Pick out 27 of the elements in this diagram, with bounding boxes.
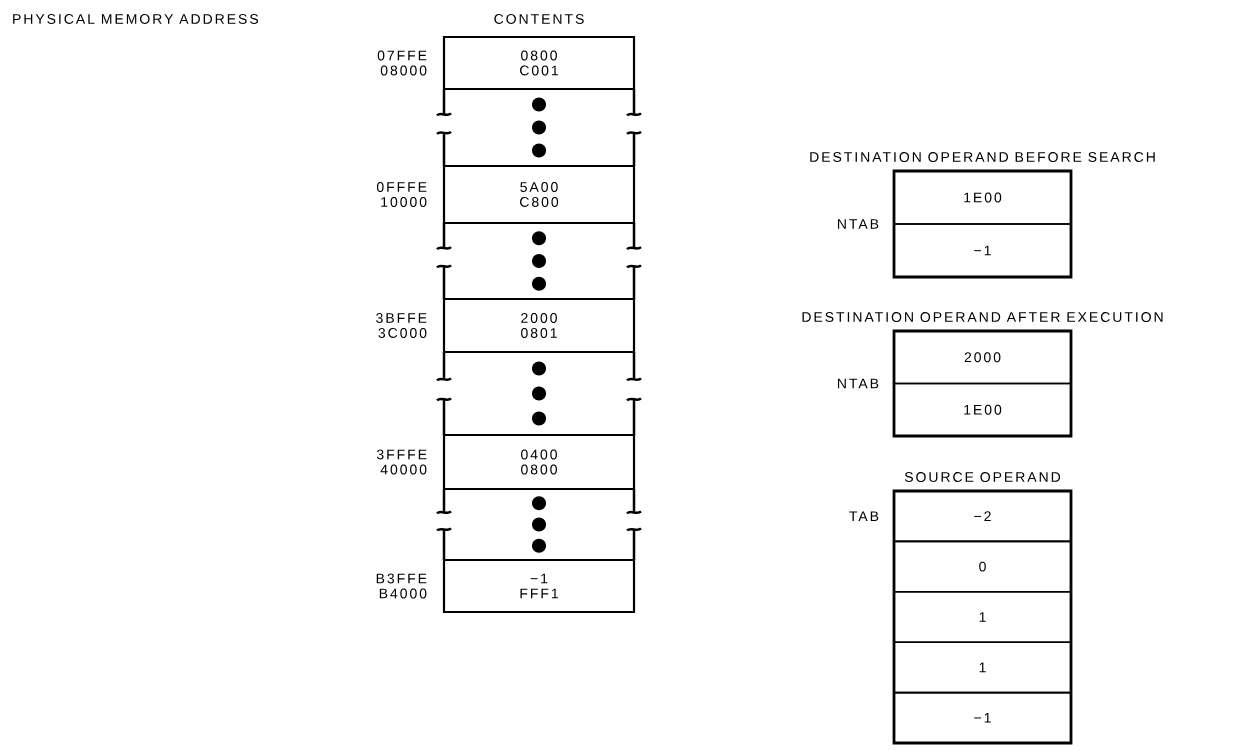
node-label: DESTINATION OPERAND AFTER EXECUTION	[802, 312, 1163, 322]
address-label: 0FFFE 10000	[376, 182, 427, 207]
memory-cell: 5A00 C800	[442, 164, 636, 225]
table-cell: 1E00	[893, 382, 1072, 437]
table-cell: 1	[893, 641, 1072, 694]
row-label: TAB	[849, 511, 879, 521]
row-label: NTAB	[837, 378, 879, 389]
table-cell: −1	[893, 223, 1072, 278]
address-label: 3BFFE 3C000	[376, 313, 427, 338]
table-cell: 2000	[893, 330, 1072, 385]
memory-cell: 0800 C001	[442, 35, 636, 91]
memory-cell: −1 FFF1	[442, 558, 636, 614]
address-label: 07FFE 08000	[377, 50, 427, 76]
memory-cell: 0400 0800	[442, 433, 636, 491]
memory-cell: 2000 0801	[442, 297, 636, 354]
address-label: 3FFFE 40000	[376, 449, 427, 475]
node-label: SOURCE OPERAND	[904, 472, 1061, 482]
address-label: B3FFE B4000	[376, 573, 427, 599]
node-label: DESTINATION OPERAND BEFORE SEARCH	[810, 152, 1155, 162]
table-cell: 1E00	[893, 170, 1072, 225]
table-cell: 1	[893, 591, 1072, 643]
column-heading: CONTENTS	[494, 14, 584, 24]
column-heading: PHYSICAL MEMORY ADDRESS	[13, 14, 258, 24]
table-cell: −2	[893, 490, 1072, 543]
table-cell: 0	[893, 540, 1072, 593]
row-label: NTAB	[837, 219, 879, 229]
table-cell: −1	[893, 691, 1072, 744]
